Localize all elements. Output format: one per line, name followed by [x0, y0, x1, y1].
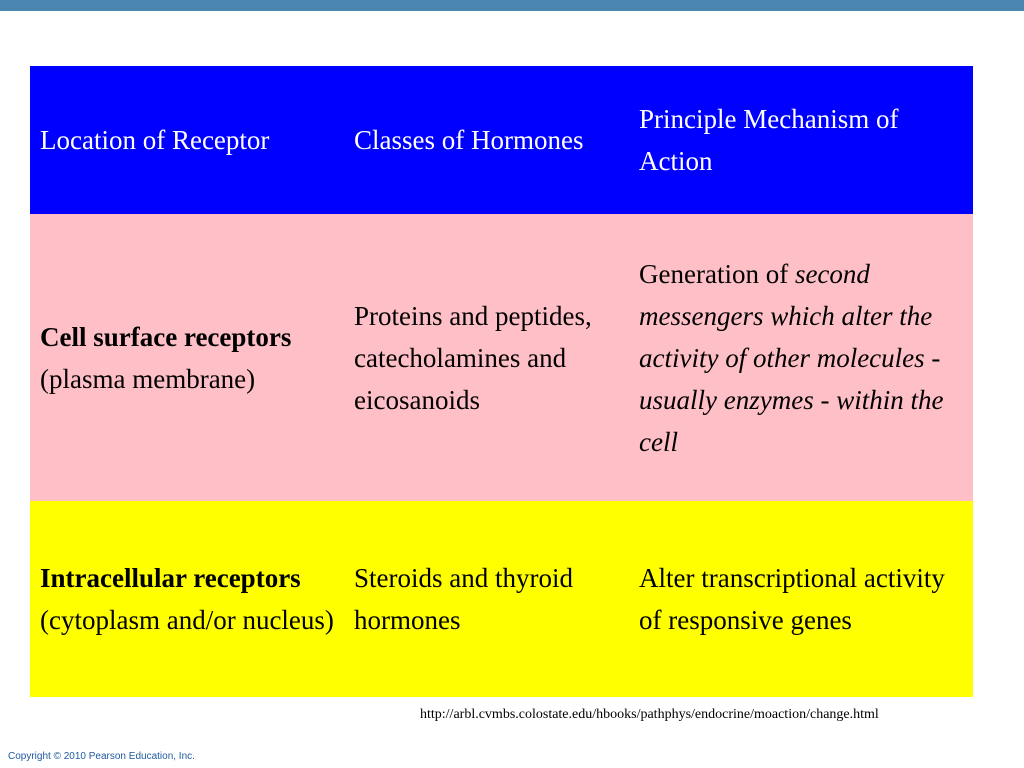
location-surface-rest: (plasma membrane) [40, 363, 256, 394]
source-url: http://arbl.cvmbs.colostate.edu/hbooks/p… [420, 707, 879, 722]
mechanism-surface-sep-2: - [820, 384, 830, 415]
copyright-notice: Copyright © 2010 Pearson Education, Inc. [8, 751, 195, 762]
top-accent-bar [0, 0, 1024, 11]
header-location: Location of Receptor [30, 66, 344, 214]
location-surface-bold: Cell surface receptors [40, 321, 292, 352]
cell-location-surface: Cell surface receptors (plasma membrane) [30, 214, 344, 501]
cell-classes-intra: Steroids and thyroid hormones [344, 501, 629, 697]
mechanism-surface-italic-1: second messengers which alter the activi… [639, 258, 933, 373]
header-classes: Classes of Hormones [344, 66, 629, 214]
cell-mechanism-surface: Generation of second messengers which al… [629, 214, 973, 501]
table-row-cell-surface: Cell surface receptors (plasma membrane)… [30, 214, 973, 501]
mechanism-surface-sep-1: - [931, 342, 941, 373]
mechanism-surface-plain: Generation of [639, 258, 789, 289]
cell-mechanism-intra: Alter transcriptional activity of respon… [629, 501, 973, 697]
mechanism-surface-italic-3: within the cell [639, 384, 944, 457]
location-intra-rest: (cytoplasm and/or nucleus) [40, 605, 334, 635]
cell-location-intra: Intracellular receptors (cytoplasm and/o… [30, 501, 344, 697]
location-intra-bold: Intracellular receptors [40, 563, 301, 593]
hormone-receptor-table: Location of Receptor Classes of Hormones… [30, 66, 973, 697]
header-mechanism: Principle Mechanism of Action [629, 66, 973, 214]
mechanism-surface-italic-2: usually enzymes [639, 384, 814, 415]
table-header-row: Location of Receptor Classes of Hormones… [30, 66, 973, 214]
table-row-intracellular: Intracellular receptors (cytoplasm and/o… [30, 501, 973, 697]
cell-classes-surface: Proteins and peptides, catecholamines an… [344, 214, 629, 501]
